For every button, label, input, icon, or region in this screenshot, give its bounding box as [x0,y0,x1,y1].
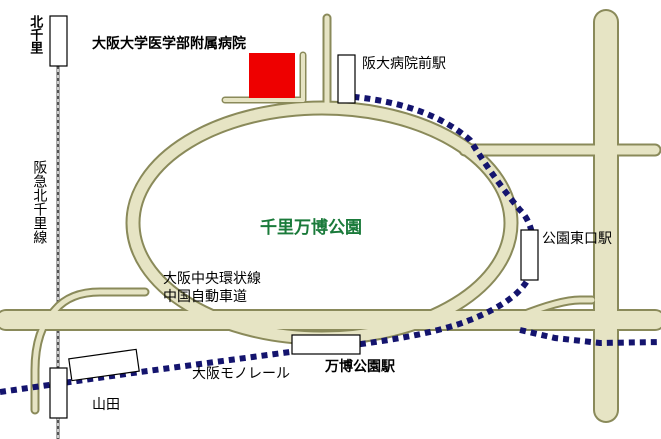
hospital-label: 大阪大学医学部附属病院 [92,36,246,52]
banpaku-station-label: 万博公園駅 [325,359,395,375]
yamada-monorail-station[interactable] [68,348,140,382]
monorail-line [0,94,661,395]
koen-higashi-station[interactable] [520,229,539,281]
banpaku-station[interactable] [291,334,361,355]
hankyu-line-label: 阪急北千里線 [31,160,48,244]
park-label: 千里万博公園 [260,218,362,238]
handai-station[interactable] [337,54,356,104]
kitasenri-station[interactable] [49,15,68,67]
koen-higashi-label: 公園東口駅 [542,231,612,247]
expressway-label-1: 大阪中央環状線 [163,271,261,287]
yamada-label: 山田 [92,397,120,413]
monorail-label: 大阪モノレール [192,366,290,382]
road-fills [0,11,661,421]
expressway-label-2: 中国自動車道 [163,289,247,305]
kitasenri-label: 北千里 [27,15,43,54]
hospital-building[interactable] [249,53,295,98]
handai-station-label: 阪大病院前駅 [362,56,446,72]
yamada-station[interactable] [49,367,68,419]
